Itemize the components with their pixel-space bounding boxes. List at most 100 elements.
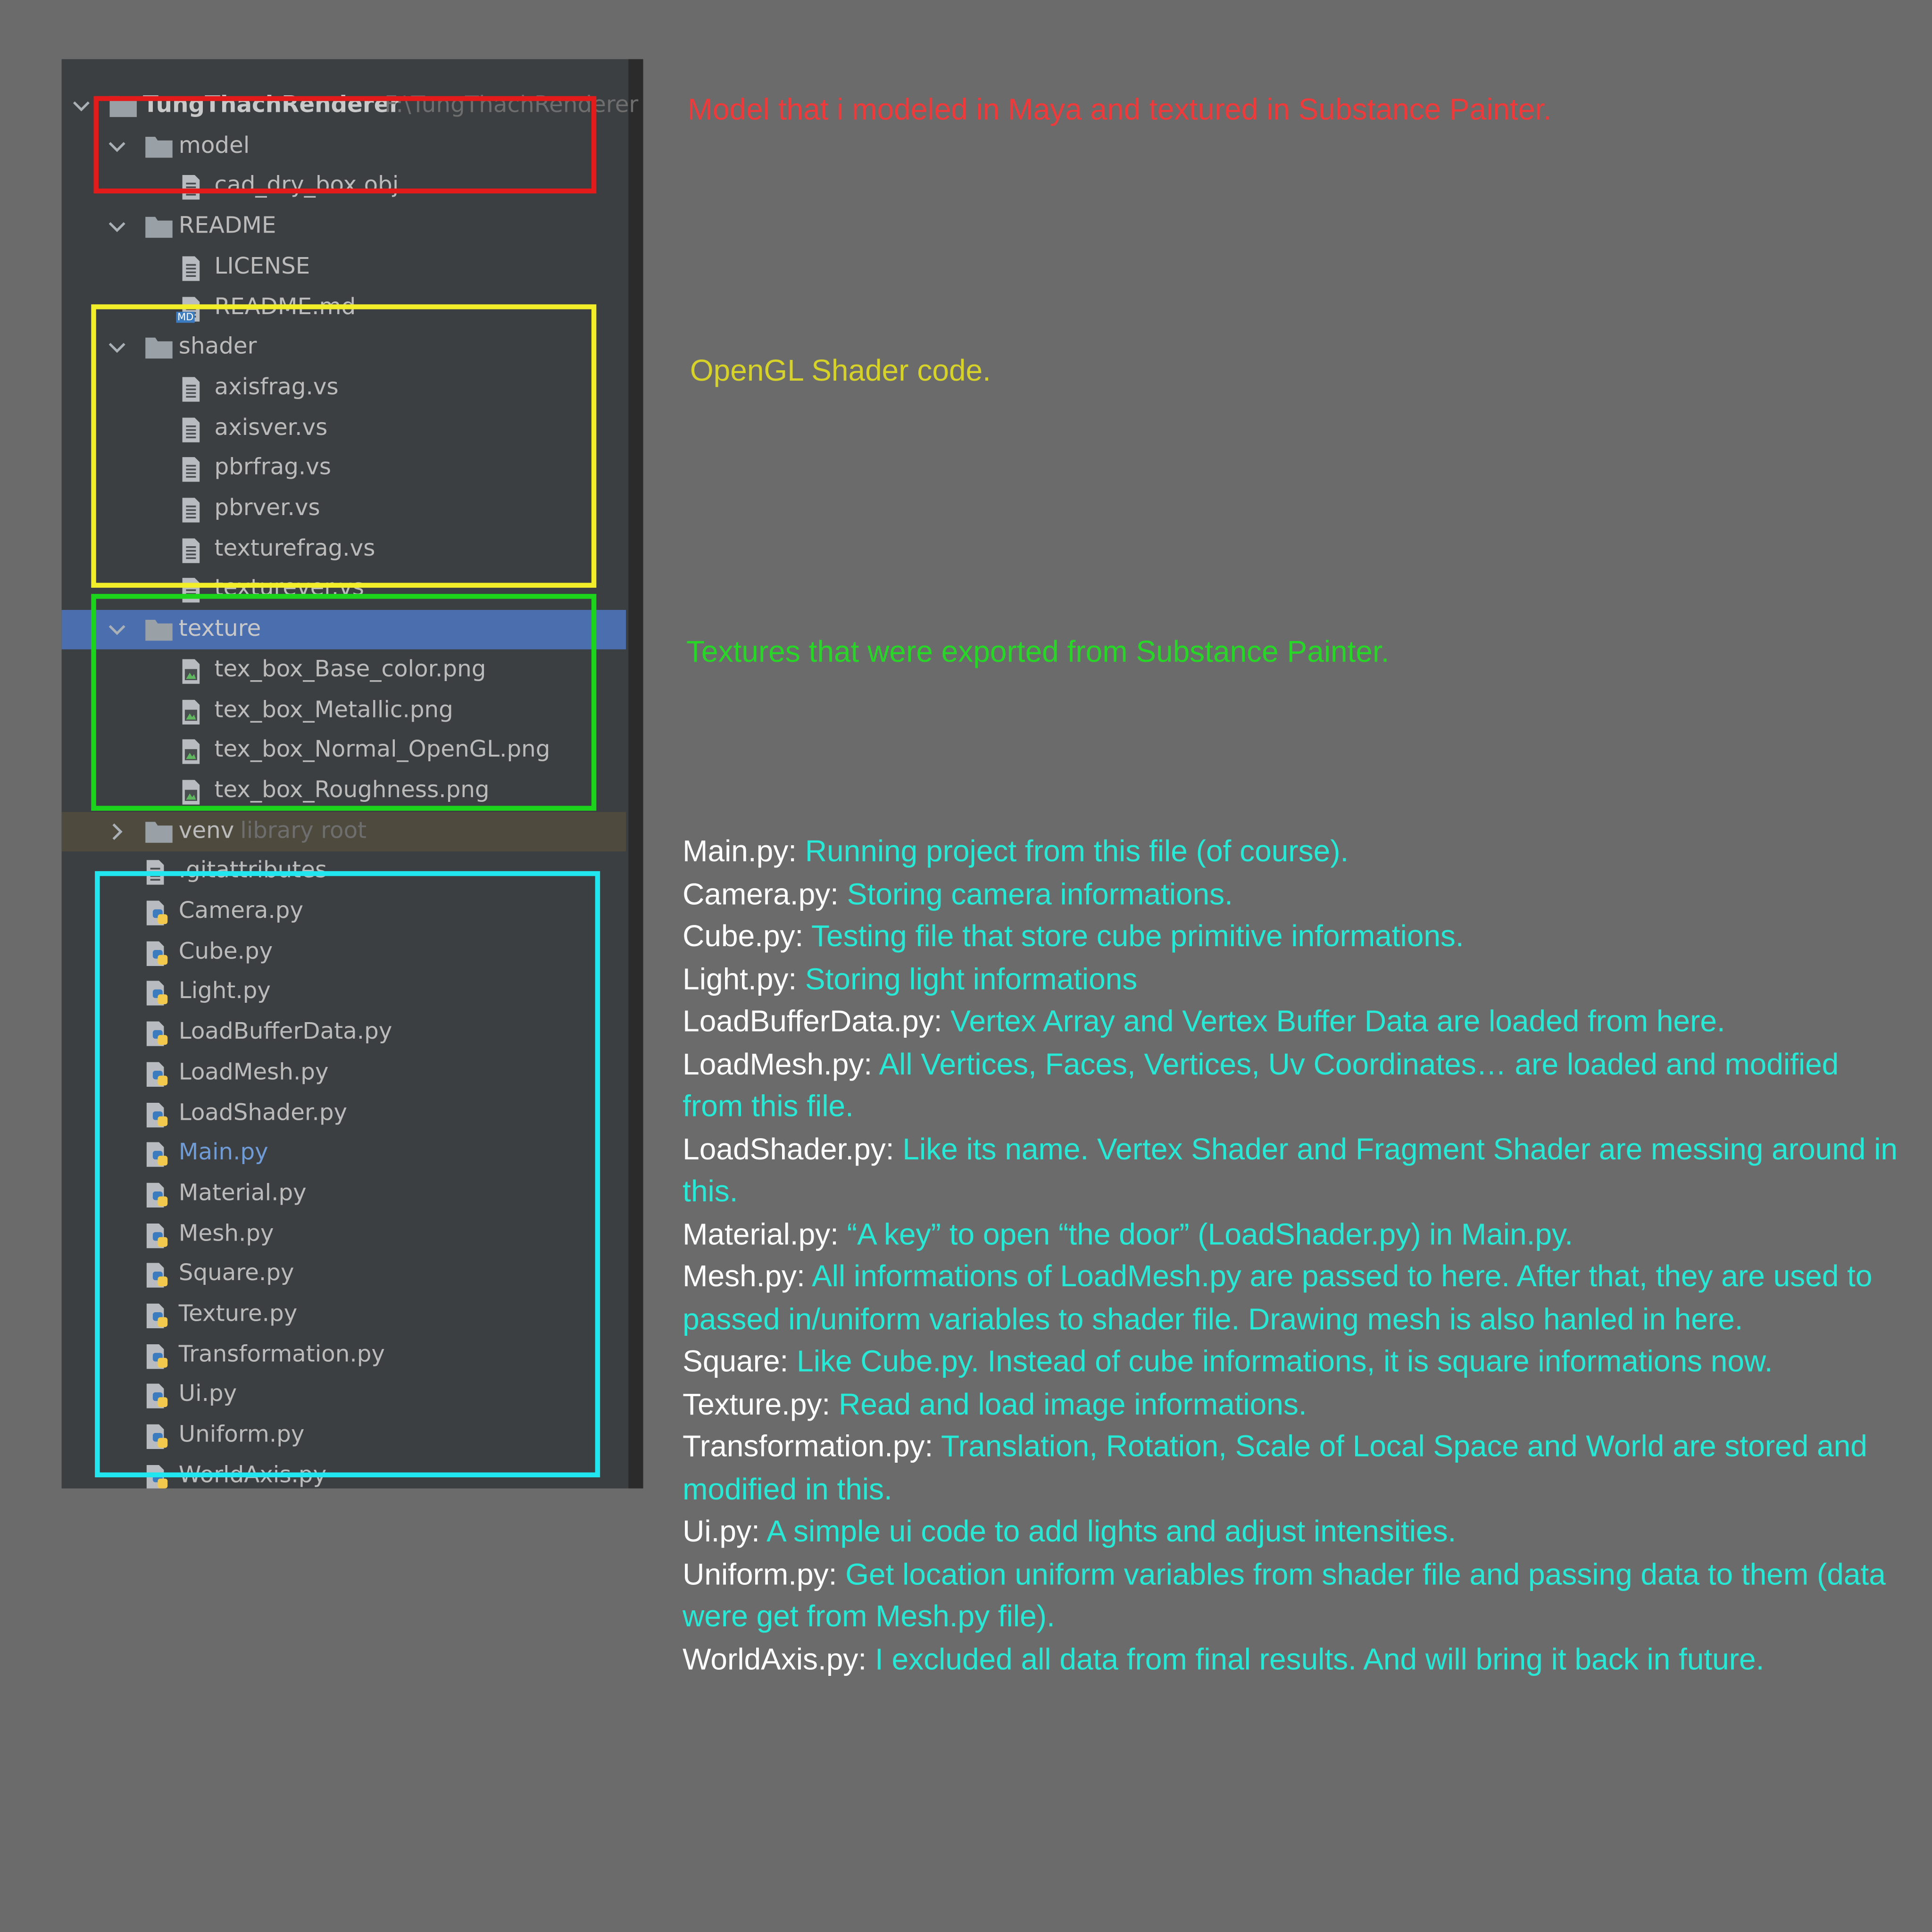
tree-file[interactable]: tex_box_Roughness.png [62, 771, 626, 811]
description-file-name: Mesh.py: [683, 1260, 805, 1294]
description-file-name: LoadMesh.py: [683, 1048, 873, 1082]
description-text: Running project from this file (of cours… [797, 835, 1349, 869]
chevron-down-icon[interactable] [107, 620, 127, 640]
tree-file[interactable]: Ui.py [62, 1375, 626, 1415]
tree-item-label: Light.py [178, 979, 271, 1005]
tree-file[interactable]: pbrfrag.vs [62, 449, 626, 489]
tree-file[interactable]: Cube.py [62, 933, 626, 972]
description-text: All Vertices, Faces, Vertices, Uv Coordi… [683, 1048, 1839, 1124]
root-path-label: F:\TungThachRenderer [384, 92, 639, 118]
tree-file[interactable]: WorldAxis.py [62, 1456, 626, 1489]
tree-file[interactable]: Material.py [62, 1174, 626, 1214]
tree-folder-readme[interactable]: README [62, 207, 626, 247]
tree-file[interactable]: .gitattributes [62, 852, 626, 891]
tree-file[interactable]: texturefrag.vs [62, 529, 626, 569]
tree-file[interactable]: tex_box_Normal_OpenGL.png [62, 731, 626, 771]
file-description: Square: Like Cube.py. Instead of cube in… [683, 1342, 1902, 1384]
python-file-icon [144, 1262, 171, 1289]
tree-file[interactable]: axisfrag.vs [62, 368, 626, 408]
python-file-icon [144, 1464, 171, 1489]
tree-file[interactable]: LICENSE [62, 248, 626, 287]
tree-item-label: Main.py [178, 1140, 268, 1166]
chevron-down-icon[interactable] [107, 217, 127, 237]
tree-file[interactable]: Camera.py [62, 892, 626, 932]
tree-item-label: pbrfrag.vs [214, 455, 332, 481]
description-file-name: Uniform.py: [683, 1558, 837, 1591]
tree-scroll-strip[interactable] [628, 59, 643, 1489]
tree-file[interactable]: texturever.vs [62, 570, 626, 609]
description-file-name: WorldAxis.py: [683, 1643, 867, 1676]
tree-file[interactable]: Uniform.py [62, 1416, 626, 1456]
tree-item-label: LoadBufferData.py [178, 1019, 392, 1045]
image-file-icon [180, 698, 202, 725]
python-file-icon [144, 1302, 171, 1329]
tree-file[interactable]: tex_box_Metallic.png [62, 691, 626, 730]
tree-item-label: cad_dry_box.obj [214, 173, 399, 199]
tree-item-label: Texture.py [178, 1301, 298, 1327]
description-file-name: Main.py: [683, 835, 797, 869]
tree-file[interactable]: Texture.py [62, 1295, 626, 1334]
file-description: Transformation.py: Translation, Rotation… [683, 1427, 1902, 1512]
tree-file[interactable]: Square.py [62, 1255, 626, 1294]
file-description: Mesh.py: All informations of LoadMesh.py… [683, 1257, 1902, 1341]
chevron-down-icon[interactable] [107, 136, 127, 156]
tree-file[interactable]: Mesh.py [62, 1215, 626, 1254]
tree-file[interactable]: cad_dry_box.obj [62, 167, 626, 207]
image-file-icon [180, 658, 202, 684]
tree-folder-shader[interactable]: shader [62, 328, 626, 367]
text-file-icon [180, 537, 202, 564]
file-description: Camera.py: Storing camera informations. [683, 874, 1902, 916]
file-description: WorldAxis.py: I excluded all data from f… [683, 1640, 1902, 1682]
description-file-name: Light.py: [683, 963, 797, 996]
tree-item-label: texturefrag.vs [214, 535, 375, 562]
tree-item-label: texture [178, 616, 261, 642]
description-text: Read and load image informations. [830, 1388, 1307, 1422]
python-file-icon [144, 1343, 171, 1370]
folder-icon [144, 335, 174, 360]
tree-folder-texture[interactable]: texture [61, 610, 626, 650]
shader-note: OpenGL Shader code. [690, 355, 991, 388]
tree-item-label: Material.py [178, 1180, 307, 1207]
tree-file[interactable]: axisver.vs [62, 408, 626, 448]
chevron-down-icon[interactable] [107, 338, 127, 358]
tree-item-label: README.md [214, 294, 356, 320]
tree-file[interactable]: tex_box_Base_color.png [62, 650, 626, 690]
tree-file[interactable]: Main.py [62, 1134, 626, 1174]
description-text: I excluded all data from final results. … [866, 1643, 1765, 1676]
python-file-icon [144, 1383, 171, 1410]
chevron-right-icon[interactable] [107, 821, 127, 841]
description-file-name: LoadShader.py: [683, 1133, 894, 1166]
description-text: Testing file that store cube primitive i… [803, 920, 1464, 954]
file-description: Ui.py: A simple ui code to add lights an… [683, 1512, 1902, 1554]
description-file-name: Ui.py: [683, 1516, 760, 1549]
chevron-down-icon[interactable] [72, 96, 92, 116]
description-text: Storing light informations [797, 963, 1138, 996]
text-file-icon [180, 255, 202, 282]
image-file-icon [180, 779, 202, 806]
library-root-label: library root [240, 817, 367, 844]
description-file-name: Cube.py: [683, 920, 804, 954]
tree-file[interactable]: Transformation.py [62, 1335, 626, 1375]
description-text: “A key” to open “the door” (LoadShader.p… [839, 1218, 1574, 1251]
folder-icon [144, 215, 174, 239]
tree-file[interactable]: Light.py [62, 973, 626, 1012]
tree-file[interactable]: pbrver.vs [62, 489, 626, 529]
tree-file[interactable]: LoadShader.py [62, 1093, 626, 1133]
tree-file[interactable]: LoadBufferData.py [62, 1013, 626, 1053]
tree-file[interactable]: LoadMesh.py [62, 1053, 626, 1093]
description-text: Translation, Rotation, Scale of Local Sp… [683, 1430, 1867, 1507]
description-file-name: Transformation.py: [683, 1430, 933, 1464]
tree-item-label: model [178, 133, 250, 159]
file-description: LoadBufferData.py: Vertex Array and Vert… [683, 1002, 1902, 1044]
tree-item-label: Cube.py [178, 938, 273, 965]
tree-item-label: pbrver.vs [214, 495, 320, 521]
description-text: Get location uniform variables from shad… [683, 1558, 1886, 1634]
tree-folder-model[interactable]: model [62, 126, 626, 166]
description-text: A simple ui code to add lights and adjus… [759, 1516, 1457, 1549]
text-file-icon [180, 416, 202, 443]
tree-item-label: tex_box_Metallic.png [214, 697, 453, 723]
